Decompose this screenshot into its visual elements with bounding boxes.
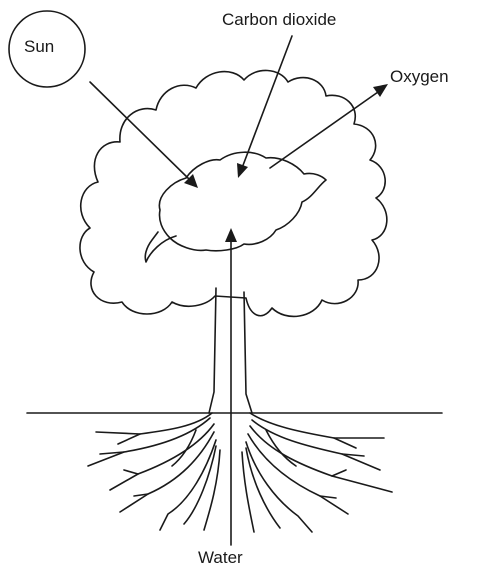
tree-trunk-left (209, 288, 216, 413)
oxygen-label: Oxygen (390, 68, 449, 85)
sun-label: Sun (24, 38, 54, 55)
roots (88, 413, 392, 532)
water-label: Water (198, 549, 243, 566)
o2-arrow-head (373, 84, 388, 97)
carbon-dioxide-label: Carbon dioxide (222, 11, 336, 28)
